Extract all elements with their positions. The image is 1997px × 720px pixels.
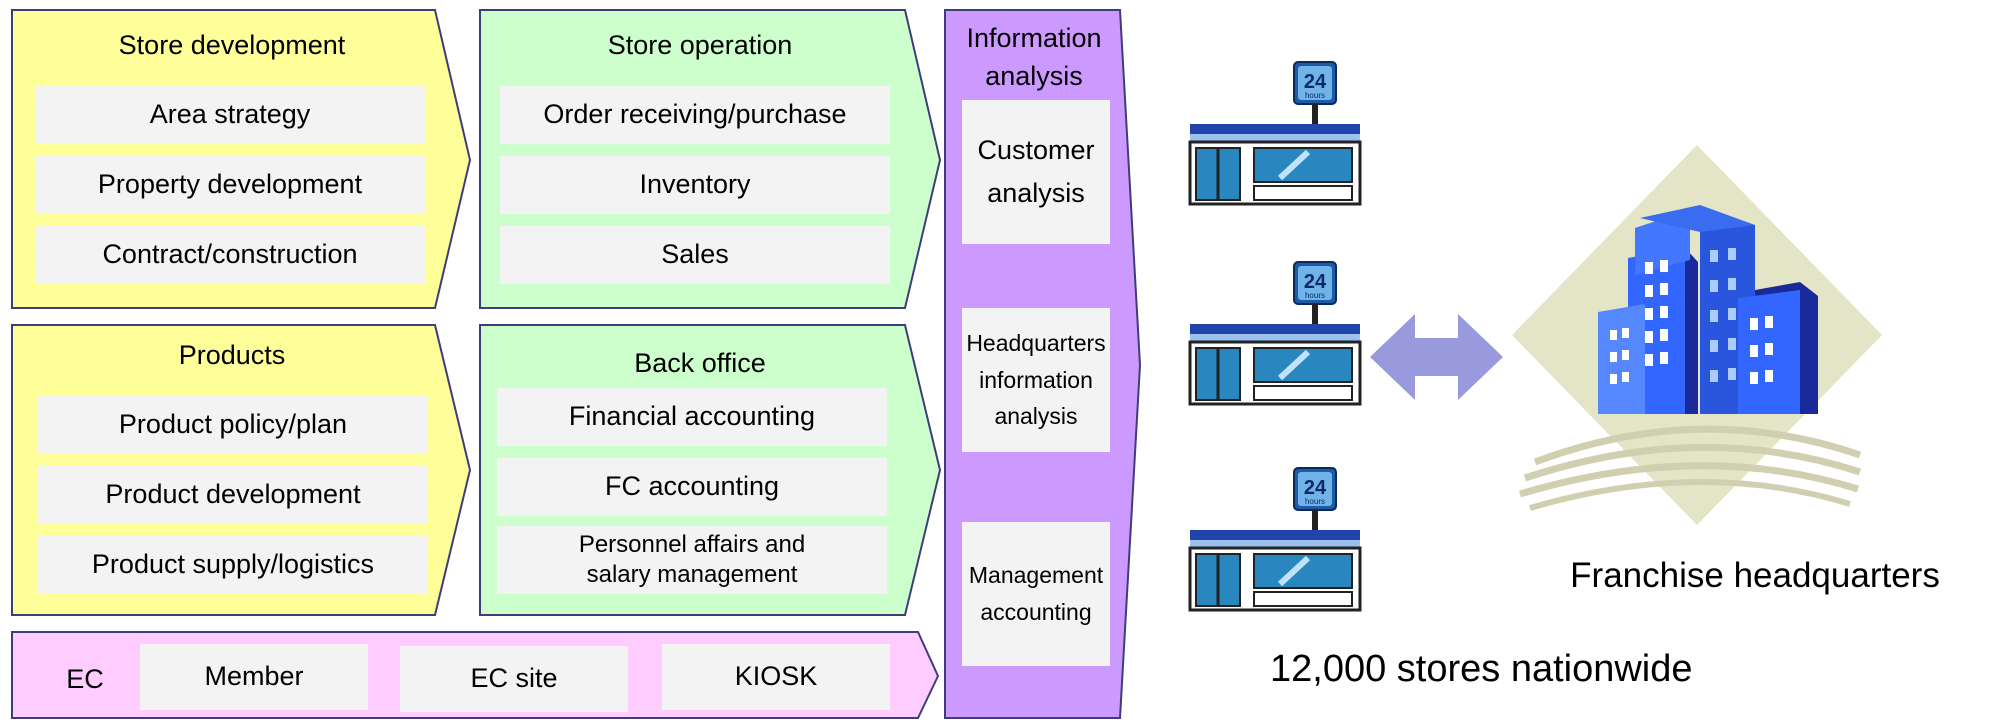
convenience-store-icon: 24 hours — [1188, 261, 1362, 406]
convenience-store-icon: 24 hours — [1188, 467, 1362, 612]
products-item: Product supply/logistics — [38, 536, 428, 594]
information-analysis-title: Information analysis — [966, 23, 1102, 91]
products-item: Product development — [38, 466, 428, 524]
information-analysis-item: Headquarters information analysis — [962, 308, 1110, 452]
information-analysis-item: Customer analysis — [962, 100, 1110, 244]
store-sign-subtext: hours — [1305, 497, 1325, 506]
ec-label: EC — [66, 664, 104, 694]
store-operation-item: Inventory — [500, 156, 890, 214]
store-sign-number: 24 — [1304, 71, 1327, 93]
store-operation-item: Sales — [500, 226, 890, 284]
store-operation-item: Order receiving/purchase — [500, 86, 890, 144]
stores-count-label: 12,000 stores nationwide — [1270, 648, 1693, 690]
back-office-title: Back office — [634, 348, 766, 378]
products-item: Product policy/plan — [38, 396, 428, 454]
store-sign-subtext: hours — [1305, 291, 1325, 300]
ec-item: KIOSK — [662, 644, 890, 710]
store-sign-number: 24 — [1304, 477, 1327, 499]
convenience-store-icon: 24 hours — [1188, 61, 1362, 206]
ec-item: EC site — [400, 646, 628, 712]
store-sign-number: 24 — [1304, 271, 1327, 293]
store-development-title: Store development — [118, 30, 346, 60]
store-development-item: Contract/construction — [35, 226, 425, 284]
back-office-item: FC accounting — [497, 458, 887, 516]
ec-item: Member — [140, 644, 368, 710]
store-sign-subtext: hours — [1305, 91, 1325, 100]
products-title: Products — [178, 340, 286, 370]
store-development-item: Area strategy — [35, 86, 425, 144]
headquarters-label: Franchise headquarters — [1570, 556, 1940, 595]
headquarters-building-icon — [1512, 145, 1882, 525]
back-office-item: Financial accounting — [497, 388, 887, 446]
back-office-item: Personnel affairs and salary management — [497, 526, 887, 594]
store-operation-title: Store operation — [607, 30, 793, 60]
store-development-item: Property development — [35, 156, 425, 214]
double-arrow-icon — [1370, 314, 1503, 400]
information-analysis-item: Management accounting — [962, 522, 1110, 666]
